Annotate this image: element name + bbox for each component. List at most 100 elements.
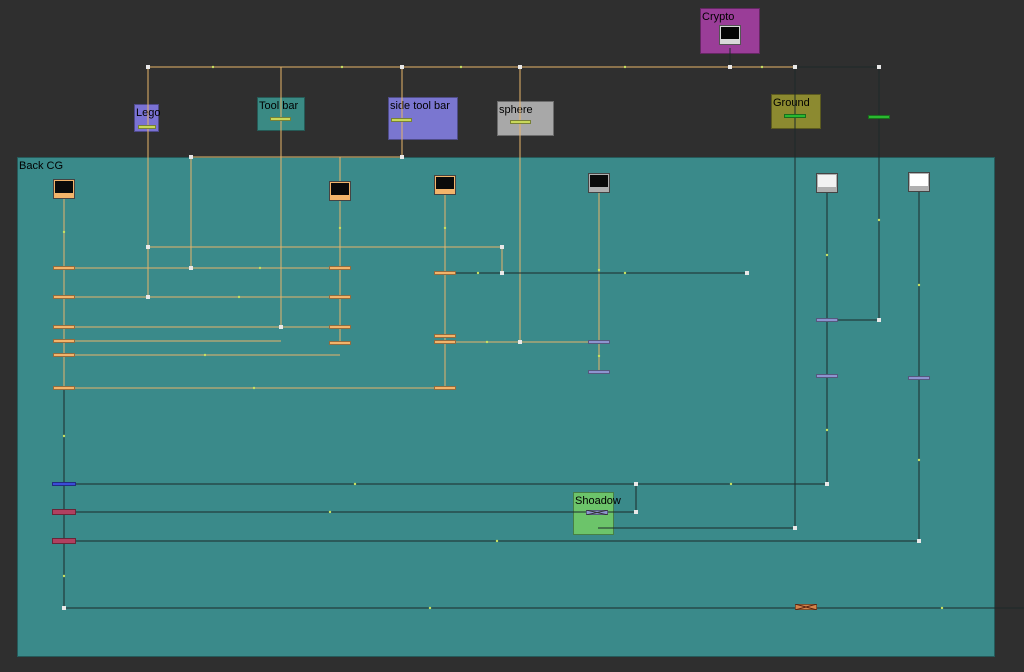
backdrop-label: Back CG	[19, 160, 64, 172]
dark-wires	[63, 48, 1024, 609]
wire-dot	[825, 428, 829, 432]
wire-dot	[211, 65, 215, 69]
wire-dot	[825, 253, 829, 257]
read-node-thumbnail[interactable]	[53, 179, 75, 199]
dot-node[interactable]	[146, 65, 150, 69]
thumbnail	[818, 175, 836, 187]
dot-node[interactable]	[146, 295, 150, 299]
red-node[interactable]	[52, 509, 76, 515]
wire-dot	[338, 226, 342, 230]
orange-node[interactable]	[53, 325, 75, 329]
dot-node[interactable]	[877, 65, 881, 69]
thumbnail	[331, 183, 349, 195]
disabled-output-node[interactable]	[795, 604, 817, 610]
backdrop-label: Shoadow	[575, 495, 621, 507]
dot-node[interactable]	[728, 65, 732, 69]
lego-node[interactable]	[138, 125, 156, 129]
dot-node[interactable]	[189, 266, 193, 270]
backdrop-back-cg[interactable]: Back CG	[17, 157, 995, 657]
dot-node[interactable]	[793, 65, 797, 69]
merge-node[interactable]	[816, 374, 838, 378]
dot-node[interactable]	[825, 482, 829, 486]
dot-node[interactable]	[634, 510, 638, 514]
disabled-x-stroke	[586, 510, 608, 515]
dot-node[interactable]	[62, 606, 66, 610]
dot-node[interactable]	[146, 245, 150, 249]
dot-node[interactable]	[189, 155, 193, 159]
read-node-thumbnail[interactable]	[434, 175, 456, 195]
dot-node[interactable]	[500, 271, 504, 275]
wire-dot	[340, 65, 344, 69]
read-node-thumbnail[interactable]	[908, 172, 930, 192]
dot-node[interactable]	[400, 155, 404, 159]
crypto-viewer-node[interactable]	[719, 25, 741, 45]
orange-node[interactable]	[434, 271, 456, 275]
dot-node[interactable]	[500, 245, 504, 249]
toolbar-node[interactable]	[270, 117, 291, 121]
wire-dots	[62, 65, 944, 610]
orange-node[interactable]	[53, 266, 75, 270]
merge-node[interactable]	[908, 376, 930, 380]
wire-dot	[443, 226, 447, 230]
read-node-thumbnail[interactable]	[588, 173, 610, 193]
orange-node[interactable]	[329, 341, 351, 345]
read-node-thumbnail[interactable]	[816, 173, 838, 193]
dot-node[interactable]	[279, 325, 283, 329]
merge-node[interactable]	[588, 370, 610, 374]
dot-nodes	[62, 65, 921, 610]
green-node[interactable]	[868, 115, 890, 119]
orange-wires	[63, 66, 795, 389]
backdrop-label: Crypto	[702, 11, 735, 23]
dot-node[interactable]	[745, 271, 749, 275]
dot-node[interactable]	[518, 65, 522, 69]
backdrop-label: Tool bar	[259, 100, 299, 112]
wire-dot	[623, 271, 627, 275]
wire-dot	[877, 218, 881, 222]
merge-node[interactable]	[816, 318, 838, 322]
red-node[interactable]	[52, 538, 76, 544]
wire-dot	[428, 606, 432, 610]
orange-node[interactable]	[53, 386, 75, 390]
thumbnail	[590, 175, 608, 187]
ground-node[interactable]	[784, 114, 806, 118]
dot-node[interactable]	[793, 526, 797, 530]
wire-dot	[203, 353, 207, 357]
wire-dot	[476, 271, 480, 275]
backdrop-label: sphere	[499, 104, 533, 116]
read-node-thumbnail[interactable]	[329, 181, 351, 201]
dot-node[interactable]	[917, 539, 921, 543]
wire-dot	[760, 65, 764, 69]
wire-dot	[940, 606, 944, 610]
wire-dot	[485, 340, 489, 344]
orange-node[interactable]	[53, 339, 75, 343]
wire-dot	[252, 386, 256, 390]
blue-node[interactable]	[52, 482, 76, 486]
sphere-node[interactable]	[510, 120, 531, 124]
disabled-x-icon	[586, 510, 608, 515]
wire-dot	[917, 283, 921, 287]
orange-node[interactable]	[329, 325, 351, 329]
orange-node[interactable]	[53, 295, 75, 299]
backdrop-sphere[interactable]: sphere	[497, 101, 554, 136]
wire-dot	[623, 65, 627, 69]
wire-dot	[597, 354, 601, 358]
wire-dot	[729, 482, 733, 486]
orange-node[interactable]	[329, 295, 351, 299]
orange-node[interactable]	[434, 386, 456, 390]
dot-node[interactable]	[518, 340, 522, 344]
backdrop-ground[interactable]: Ground	[771, 94, 821, 129]
dot-node[interactable]	[400, 65, 404, 69]
side-toolbar-node[interactable]	[391, 118, 412, 122]
dot-node[interactable]	[634, 482, 638, 486]
orange-node[interactable]	[53, 353, 75, 357]
wire-dot	[328, 510, 332, 514]
orange-node[interactable]	[434, 340, 456, 344]
dot-node[interactable]	[877, 318, 881, 322]
merge-node[interactable]	[588, 340, 610, 344]
backdrop-label: Ground	[773, 97, 810, 109]
orange-node[interactable]	[329, 266, 351, 270]
shoadow-merge-node[interactable]	[586, 510, 608, 515]
orange-node[interactable]	[434, 334, 456, 338]
